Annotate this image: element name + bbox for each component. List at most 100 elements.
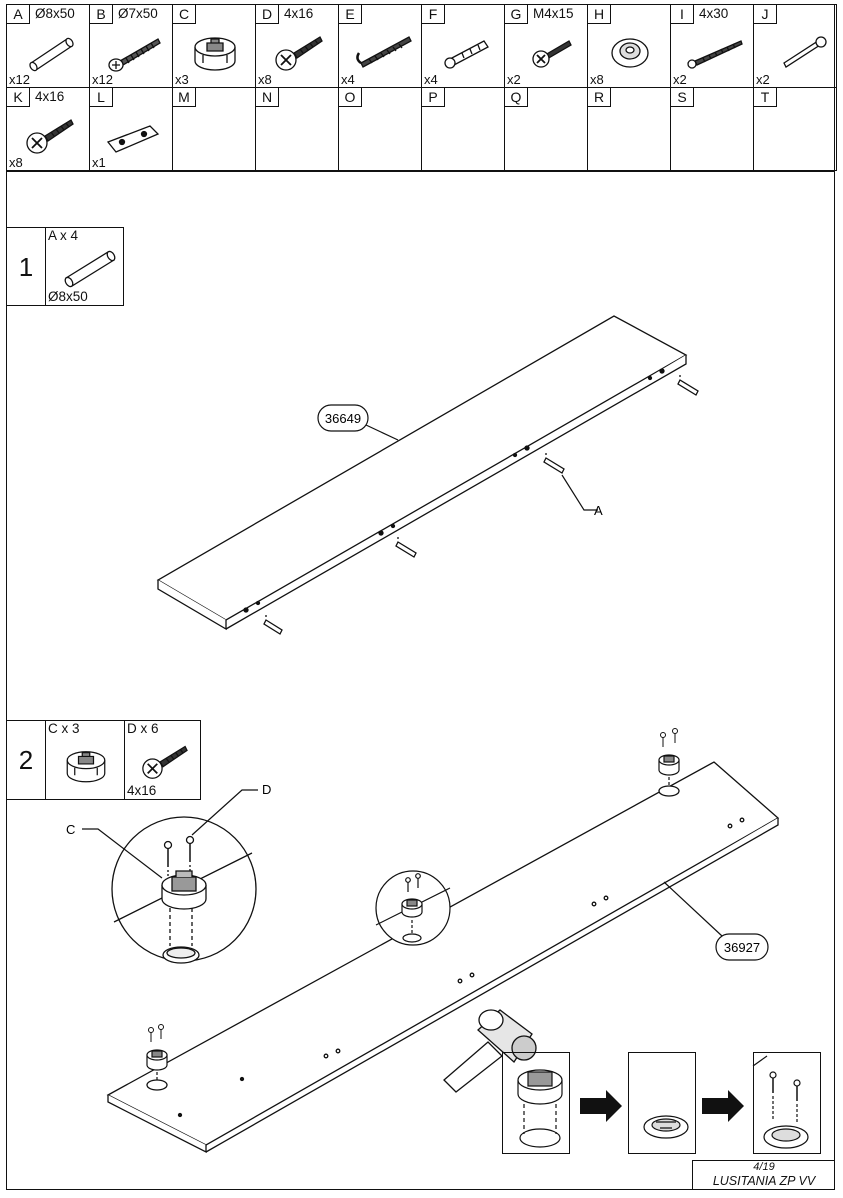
cam-lock-icon bbox=[66, 751, 106, 783]
footer-box: 4/19 LUSITANIA ZP VV bbox=[692, 1160, 835, 1190]
step2-part-d: D x 6 4x16 bbox=[124, 721, 202, 799]
confirmat-screw-icon bbox=[108, 38, 161, 72]
bolt-icon bbox=[532, 40, 572, 68]
cam-insert-detail bbox=[517, 1069, 563, 1148]
part-size: Ø8x50 bbox=[35, 6, 75, 21]
part-qty: x2 bbox=[673, 72, 687, 87]
part-qty: x8 bbox=[9, 155, 23, 170]
hardware-cell-t: T bbox=[753, 87, 837, 171]
long-screw-icon bbox=[687, 40, 743, 69]
step-number: 2 bbox=[18, 745, 34, 775]
step1-part: A x 4 Ø8x50 bbox=[45, 228, 125, 305]
cam-screwed-detail bbox=[752, 1055, 809, 1149]
panel-36649-drawing bbox=[156, 315, 699, 635]
part-size: 4x16 bbox=[127, 783, 157, 798]
hardware-cell-m: M bbox=[172, 87, 256, 171]
callout-d: D bbox=[262, 782, 271, 797]
part-size: 4x16 bbox=[284, 6, 314, 21]
wooden-dowel-icon bbox=[64, 250, 116, 288]
section-divider bbox=[6, 171, 835, 172]
hardware-cell-o: O bbox=[338, 87, 422, 171]
part-size: Ø7x50 bbox=[118, 6, 158, 21]
washer-cap-icon bbox=[611, 38, 649, 68]
part-id: B bbox=[90, 5, 113, 24]
screw-d-icon bbox=[148, 728, 678, 1042]
cam-seated-detail bbox=[643, 1115, 689, 1139]
pin-icon bbox=[783, 36, 827, 68]
part-id: N bbox=[256, 88, 279, 107]
detail-circle-middle bbox=[375, 870, 451, 946]
step2-box: 2 C x 3 D x 6 4x16 bbox=[6, 720, 201, 800]
part-label: C x 3 bbox=[48, 721, 80, 736]
hardware-cell-h: H x8 bbox=[587, 4, 671, 88]
part-id: O bbox=[339, 88, 362, 107]
product-title: LUSITANIA ZP VV bbox=[712, 1174, 816, 1188]
flat-head-screw-icon bbox=[275, 36, 323, 71]
part-id: P bbox=[422, 88, 445, 107]
wooden-dowel-icon bbox=[29, 37, 74, 72]
part-qty: x8 bbox=[590, 72, 604, 87]
hardware-cell-g: G M4x15 x2 bbox=[504, 4, 588, 88]
sequence-box-1 bbox=[502, 1052, 570, 1154]
part-id: G bbox=[505, 5, 528, 24]
hardware-cell-q: Q bbox=[504, 87, 588, 171]
part-label: D x 6 bbox=[127, 721, 159, 736]
hardware-cell-d: D 4x16 x8 bbox=[255, 4, 339, 88]
metal-plate-icon bbox=[106, 125, 160, 153]
step2-part-c: C x 3 bbox=[45, 721, 125, 799]
part-id: L bbox=[90, 88, 113, 107]
part-size: 4x30 bbox=[699, 6, 729, 21]
hardware-table: A Ø8x50 x12 B Ø7x50 x12 C x3 D 4x16 bbox=[6, 4, 837, 171]
hammer-icon bbox=[443, 1009, 537, 1093]
callout-c: C bbox=[66, 822, 75, 837]
hardware-cell-l: L x1 bbox=[89, 87, 173, 171]
hardware-cell-b: B Ø7x50 x12 bbox=[89, 4, 173, 88]
part-id: D bbox=[256, 5, 279, 24]
flat-head-screw-icon bbox=[142, 745, 188, 779]
part-qty: x12 bbox=[9, 72, 30, 87]
part-qty: x12 bbox=[92, 72, 113, 87]
l-hook-icon bbox=[356, 36, 412, 68]
step-number: 1 bbox=[18, 252, 34, 282]
hardware-cell-a: A Ø8x50 x12 bbox=[6, 4, 90, 88]
hardware-cell-e: E x4 bbox=[338, 4, 422, 88]
part-id: E bbox=[339, 5, 362, 24]
hardware-cell-c: C x3 bbox=[172, 4, 256, 88]
panel-code-36927: 36927 bbox=[724, 940, 760, 955]
wall-plug-icon bbox=[444, 40, 489, 69]
part-id: Q bbox=[505, 88, 528, 107]
part-id: M bbox=[173, 88, 196, 107]
pan-head-screw-icon bbox=[26, 119, 74, 154]
part-id: A bbox=[7, 5, 30, 24]
hardware-cell-p: P bbox=[421, 87, 505, 171]
cam-lock-icon bbox=[146, 754, 680, 1080]
page-number: 4/19 bbox=[753, 1161, 775, 1173]
sequence-box-2 bbox=[628, 1052, 696, 1154]
hardware-cell-k: K 4x16 x8 bbox=[6, 87, 90, 171]
part-qty: x4 bbox=[341, 72, 355, 87]
panel-36927-drawing bbox=[106, 761, 780, 1154]
hardware-cell-r: R bbox=[587, 87, 671, 171]
detail-circle-cam bbox=[111, 816, 257, 964]
sequence-box-3 bbox=[753, 1052, 821, 1154]
part-id: K bbox=[7, 88, 30, 107]
part-id: S bbox=[671, 88, 694, 107]
part-id: J bbox=[754, 5, 777, 24]
part-id: H bbox=[588, 5, 611, 24]
callout-a: A bbox=[594, 503, 603, 518]
cam-lock-icon bbox=[194, 37, 236, 71]
hardware-cell-j: J x2 bbox=[753, 4, 837, 88]
step1-box: 1 A x 4 Ø8x50 bbox=[6, 227, 124, 306]
part-id: C bbox=[173, 5, 196, 24]
part-id: T bbox=[754, 88, 777, 107]
hardware-cell-s: S bbox=[670, 87, 754, 171]
part-qty: x2 bbox=[756, 72, 770, 87]
part-id: F bbox=[422, 5, 445, 24]
part-size: M4x15 bbox=[533, 6, 574, 21]
part-qty: x3 bbox=[175, 72, 189, 87]
part-id: I bbox=[671, 5, 694, 24]
part-qty: x8 bbox=[258, 72, 272, 87]
arrow-right-icon bbox=[580, 1090, 744, 1122]
part-qty: x4 bbox=[424, 72, 438, 87]
